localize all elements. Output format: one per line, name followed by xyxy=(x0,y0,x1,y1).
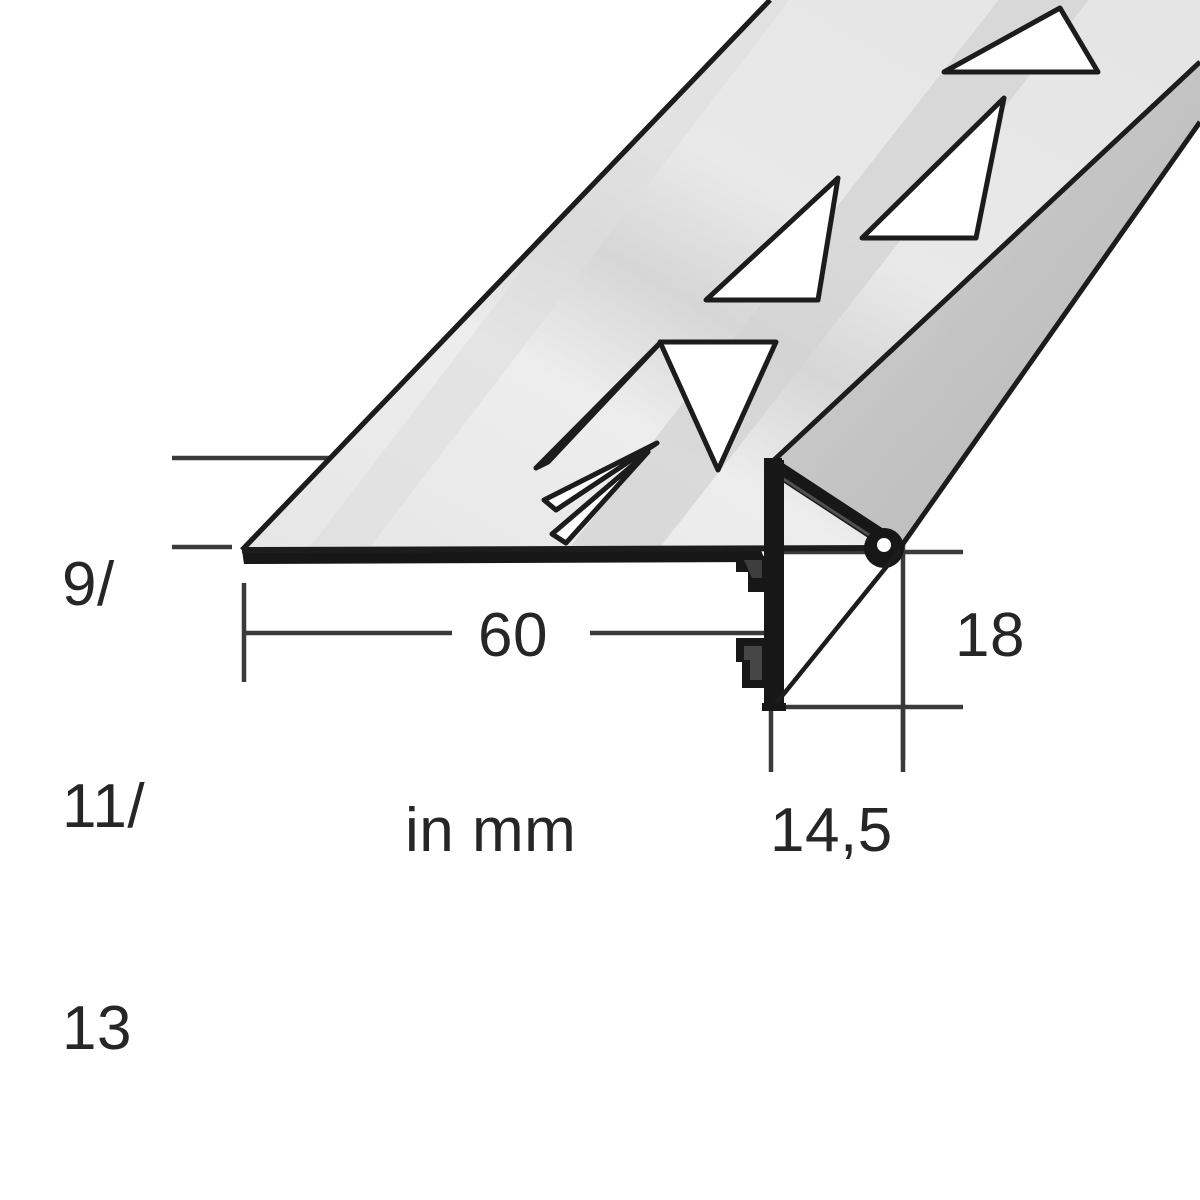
perforation-triangle xyxy=(859,95,1007,241)
perforation-triangle xyxy=(533,340,663,471)
label-unit-note: in mm xyxy=(405,796,577,865)
thickness-line-1: 9/ xyxy=(62,550,115,619)
perforation-triangle xyxy=(541,440,660,513)
perforation-triangle xyxy=(657,339,779,473)
retention-clip-upper xyxy=(736,556,766,592)
label-tile-thickness: 9/ 11/ 13 xyxy=(62,400,145,1200)
top-cap-lower-outline xyxy=(897,120,1200,550)
fold-edge-inner xyxy=(781,476,887,548)
label-flange-width: 60 xyxy=(478,601,548,670)
perforation-triangle xyxy=(549,449,651,546)
profile-front-face xyxy=(736,458,902,711)
perforation-triangle xyxy=(941,5,1101,75)
top-cap-outline xyxy=(770,60,1200,464)
label-profile-depth: 14,5 xyxy=(770,796,893,865)
flange-outline-bottom xyxy=(241,545,901,553)
label-profile-height: 18 xyxy=(955,601,1025,670)
front-face-web xyxy=(764,458,782,710)
thickness-line-2: 11/ xyxy=(62,772,146,841)
perforation-group xyxy=(533,5,1101,546)
fold-edge xyxy=(768,460,900,552)
retention-clip-lower-highlight xyxy=(744,646,762,680)
flange-edge-overlay xyxy=(240,0,772,552)
retention-clip-upper-highlight xyxy=(744,560,762,578)
profile-top-cap xyxy=(768,60,1200,568)
top-cap-surface xyxy=(772,62,1200,548)
hem-bead-highlight xyxy=(877,538,891,552)
construction-diagonal xyxy=(772,548,902,708)
thickness-line-3: 13 xyxy=(62,994,132,1063)
perforation-triangle xyxy=(703,175,841,303)
